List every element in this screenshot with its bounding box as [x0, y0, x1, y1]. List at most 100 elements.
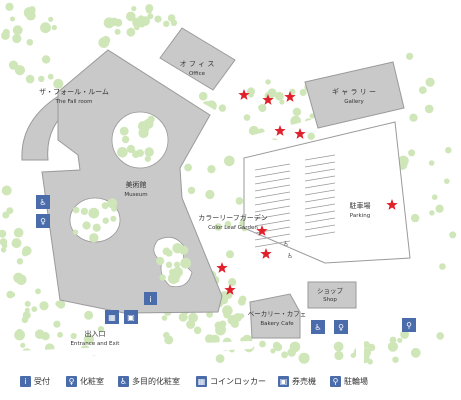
legend-item-vending: ▣ 券売機 [278, 373, 316, 389]
office-building[interactable] [159, 27, 236, 91]
tree [367, 343, 376, 352]
gallery-building[interactable] [304, 61, 405, 129]
tree [35, 288, 41, 295]
legend-label: 化粧室 [80, 376, 104, 386]
accessible-restroom-icon[interactable]: ♿ [36, 195, 50, 209]
tree [299, 89, 307, 96]
tree [38, 75, 45, 83]
legend-label: 駐輪場 [344, 376, 368, 386]
tree [387, 341, 398, 352]
tree [28, 6, 36, 14]
svg-text:♀: ♀ [40, 217, 46, 226]
tree [156, 256, 165, 266]
tree [248, 91, 254, 98]
tree [48, 16, 54, 22]
highlight-stars [216, 89, 398, 295]
tree [84, 310, 94, 320]
parking-lot[interactable] [243, 121, 411, 264]
museum-label-en: Museum [124, 192, 147, 198]
tree [6, 290, 14, 299]
tree [307, 132, 315, 140]
tree [228, 278, 237, 287]
star-marker [294, 128, 306, 139]
star-marker [238, 89, 250, 100]
museum-courtyards [69, 111, 193, 288]
tree [91, 210, 98, 216]
tree [5, 2, 14, 11]
tree [215, 324, 226, 336]
legend-label: 受付 [34, 376, 50, 386]
bicycle-parking-icon[interactable]: ⚲ [402, 318, 416, 332]
tree [410, 213, 420, 223]
tree [20, 342, 26, 348]
tree [51, 24, 57, 31]
tree [8, 60, 19, 70]
svg-text:▦: ▦ [108, 313, 116, 322]
tree [13, 272, 24, 283]
tree [114, 28, 121, 35]
bakery-cafe-building[interactable] [249, 293, 301, 339]
tree [258, 104, 264, 110]
tree [214, 223, 222, 231]
tree [439, 263, 446, 270]
tree [248, 125, 259, 137]
tree [40, 22, 51, 34]
tree [292, 107, 302, 117]
shop-building[interactable] [307, 281, 357, 309]
tree [298, 352, 310, 364]
tree [41, 332, 50, 341]
tree [226, 250, 234, 259]
tree [406, 52, 414, 60]
tree [110, 17, 119, 26]
tree [205, 334, 215, 344]
tree [224, 220, 232, 228]
tree [184, 163, 193, 172]
restroom-icon[interactable]: ♀ [36, 214, 50, 228]
tree [70, 332, 77, 340]
info-icon[interactable]: i [144, 292, 157, 305]
accessible-restroom-icon: ♿ [118, 375, 129, 387]
tree [24, 300, 31, 307]
coin-locker-icon[interactable]: ▦ [105, 310, 119, 324]
legend-label: コインロッカー [210, 376, 266, 386]
museum-label-ja: 美術館 [126, 180, 147, 189]
tree [14, 65, 25, 76]
tree [2, 211, 10, 219]
tree [162, 247, 171, 256]
tree [270, 348, 276, 354]
tree [22, 311, 31, 320]
entrance-label-ja: 出入口 [85, 329, 106, 338]
tree [80, 207, 88, 215]
tree [147, 13, 154, 20]
tree [259, 340, 266, 348]
vending-machine-icon[interactable]: ▣ [124, 310, 138, 324]
svg-text:♿: ♿ [287, 252, 293, 260]
tree [400, 330, 409, 339]
tree [410, 347, 421, 358]
accessible-restroom-icon-cafe[interactable]: ♿ [311, 320, 325, 334]
tree [12, 25, 23, 36]
svg-text:♀: ♀ [338, 323, 344, 332]
fall-room-label-ja: ザ・フォール・ルーム [39, 88, 109, 96]
svg-text:▣: ▣ [127, 313, 135, 322]
restroom-icon-cafe[interactable]: ♀ [334, 320, 348, 334]
tree [117, 147, 128, 158]
tree [126, 11, 136, 22]
gallery-label-ja: ギ ャ ラ リ ー [332, 88, 376, 96]
tree [243, 335, 249, 340]
tree [83, 334, 94, 345]
tree [141, 125, 150, 133]
legend-item-bicycle: ⚲ 駐輪場 [330, 373, 368, 389]
star-marker [256, 225, 268, 236]
tree [16, 258, 24, 265]
tree [222, 305, 233, 316]
gallery-label-en: Gallery [344, 99, 364, 105]
tree [154, 15, 162, 23]
tree [12, 33, 22, 44]
legend-item-accessible-restroom: ♿ 多目的化粧室 [118, 373, 180, 389]
tree [10, 16, 15, 22]
tree [274, 343, 283, 352]
tree [163, 20, 170, 27]
svg-text:♿: ♿ [283, 240, 289, 248]
